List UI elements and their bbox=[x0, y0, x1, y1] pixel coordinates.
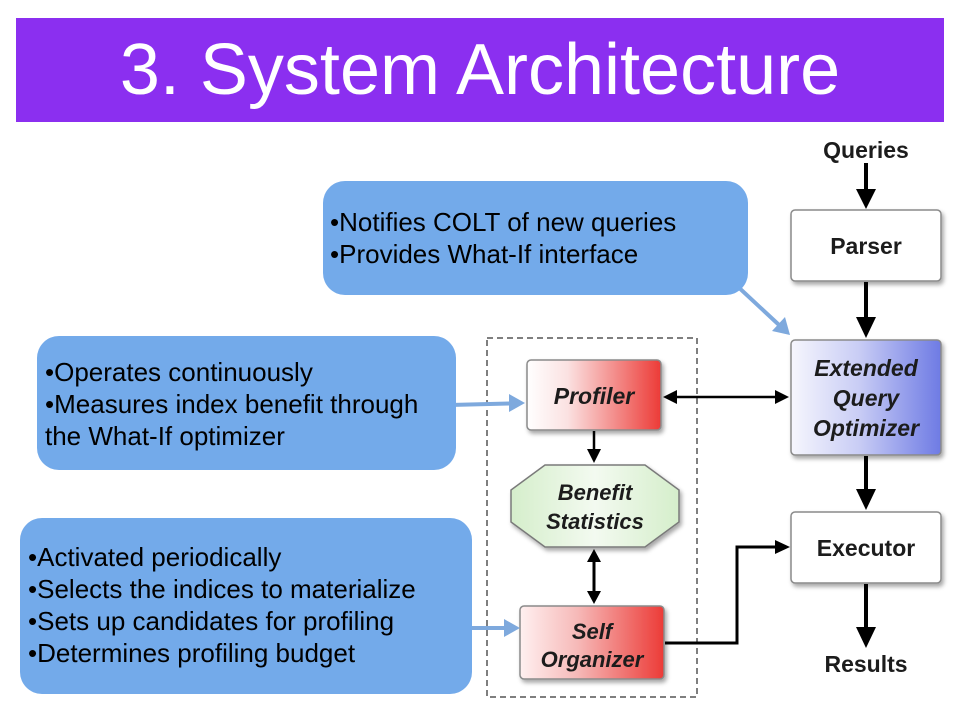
executor-label: Executor bbox=[817, 535, 915, 561]
title-bar: 3. System Architecture bbox=[16, 18, 944, 122]
self-organizer-box bbox=[519, 605, 665, 680]
callout-organizer-notes: Activated periodically Selects the indic… bbox=[20, 518, 472, 694]
optimizer-label-line: Optimizer bbox=[813, 415, 920, 441]
bullet-item: Notifies COLT of new queries bbox=[330, 206, 738, 238]
bullet-item: Sets up candidates for profiling bbox=[28, 605, 462, 637]
self-organizer-label-line: Organizer bbox=[541, 647, 645, 672]
executor-box bbox=[790, 511, 942, 584]
optimizer-label-line: Extended bbox=[814, 355, 918, 381]
benefit-statistics-label-line: Benefit bbox=[558, 480, 634, 505]
queries-label: Queries bbox=[823, 137, 909, 163]
optimizer-label-line: Query bbox=[833, 385, 901, 411]
callout-bullet-list: Activated periodically Selects the indic… bbox=[28, 541, 462, 669]
bullet-item: Provides What-If interface bbox=[330, 238, 738, 270]
bullet-item: Selects the indices to materialize bbox=[28, 573, 462, 605]
profiler-label: Profiler bbox=[554, 383, 636, 409]
self-organizer-label-line: Self bbox=[572, 619, 615, 644]
colt-component-boundary bbox=[486, 337, 698, 698]
profiler-box bbox=[526, 359, 662, 431]
results-label: Results bbox=[824, 651, 907, 677]
benefit-statistics-label-line: Statistics bbox=[546, 509, 644, 534]
arrow-statistics-organizer-bidirectional bbox=[587, 549, 601, 604]
callout-bullet-list: Notifies COLT of new queries Provides Wh… bbox=[330, 206, 738, 270]
callout-profiler-notes: Operates continuously Measures index ben… bbox=[37, 336, 456, 470]
arrow-profiler-to-statistics bbox=[587, 431, 601, 463]
bullet-item: Operates continuously bbox=[45, 356, 436, 388]
arrow-queries-to-parser bbox=[856, 163, 876, 209]
callout-arrow-to-profiler bbox=[448, 394, 525, 412]
bullet-item: Determines profiling budget bbox=[28, 637, 462, 669]
arrow-executor-to-results bbox=[856, 584, 876, 648]
optimizer-box bbox=[790, 339, 942, 456]
arrow-optimizer-to-executor bbox=[856, 456, 876, 510]
arrow-profiler-optimizer-bidirectional bbox=[663, 390, 789, 404]
arrow-parser-to-optimizer bbox=[856, 282, 876, 338]
callout-arrow-to-optimizer bbox=[733, 282, 790, 335]
parser-label: Parser bbox=[830, 233, 902, 259]
callout-query-notifications: Notifies COLT of new queries Provides Wh… bbox=[323, 181, 748, 295]
benefit-statistics-octagon bbox=[510, 464, 680, 548]
bullet-item: Measures index benefit through the What-… bbox=[45, 388, 436, 452]
bullet-item: Activated periodically bbox=[28, 541, 462, 573]
callout-bullet-list: Operates continuously Measures index ben… bbox=[45, 356, 436, 452]
slide-title: 3. System Architecture bbox=[119, 30, 841, 110]
arrow-organizer-to-executor bbox=[665, 540, 790, 645]
parser-box bbox=[790, 209, 942, 282]
callout-arrow-to-self-organizer bbox=[464, 619, 520, 637]
